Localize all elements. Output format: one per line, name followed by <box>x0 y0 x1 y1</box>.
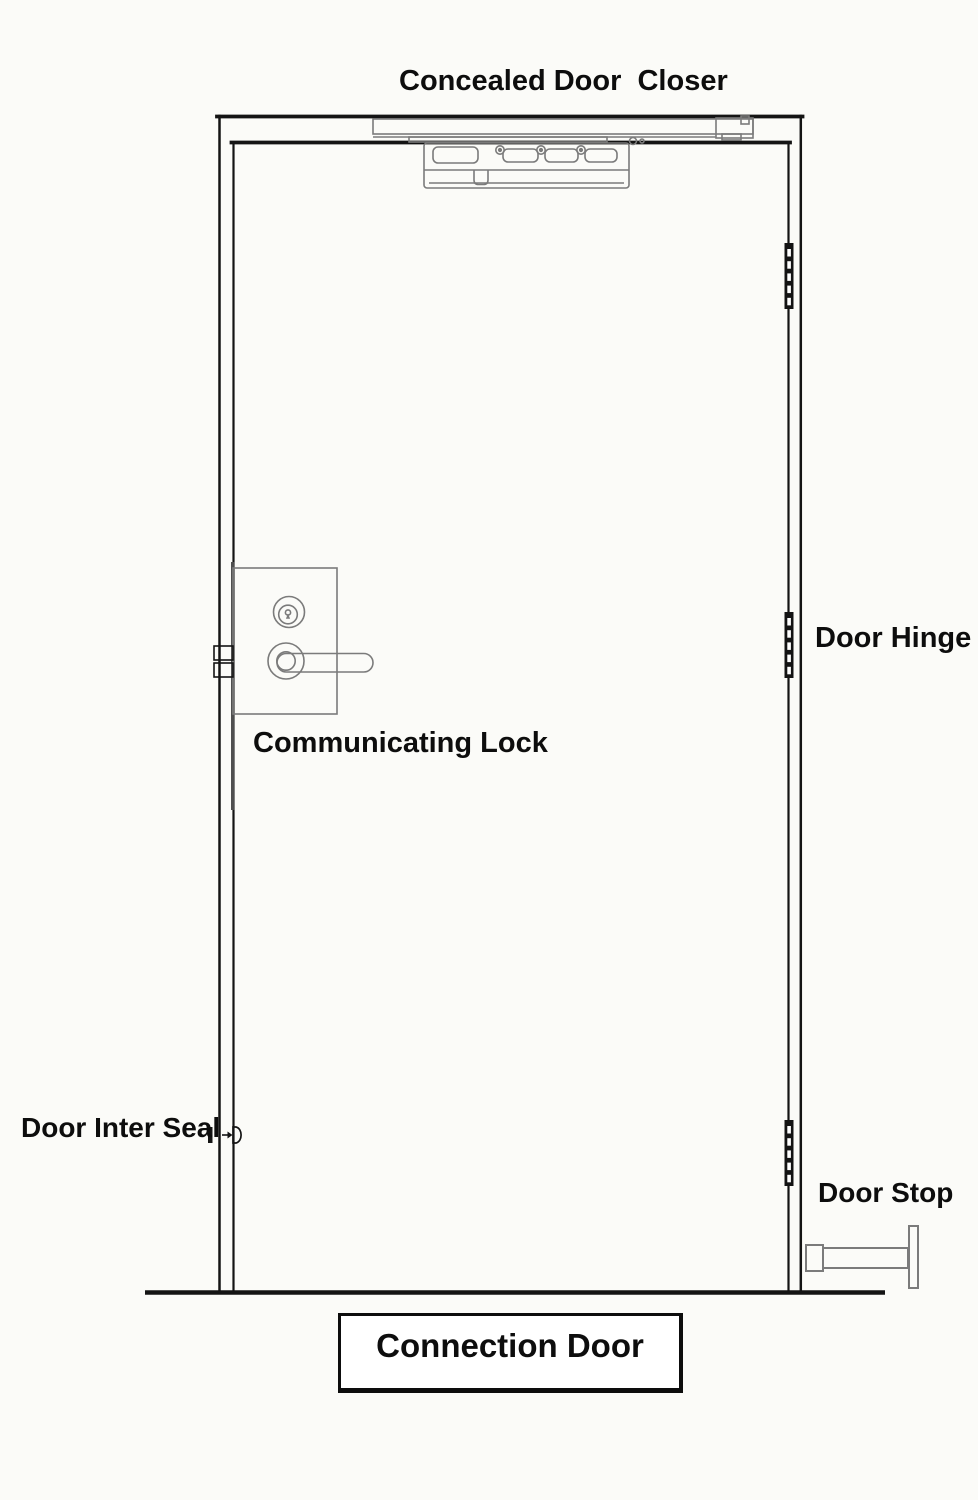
door-stop-label: Door Stop <box>818 1177 954 1208</box>
door-inter-seal-label: Door Inter Seal <box>21 1112 221 1143</box>
door-inter-seal-drawing <box>208 1126 242 1144</box>
door-hinge-label: Door Hinge <box>815 622 972 654</box>
door-hinge-bottom-drawing <box>784 1120 794 1186</box>
communicating-lock-drawing <box>213 562 374 810</box>
door-frame-outline <box>215 114 805 1294</box>
communicating-lock-label: Communicating Lock <box>253 727 548 759</box>
concealed-door-closer-label: Concealed Door Closer <box>399 65 728 97</box>
concealed-door-closer-drawing <box>372 115 754 189</box>
connection-door-label: Connection Door <box>376 1327 644 1364</box>
door-stop-drawing <box>805 1225 919 1289</box>
door-panel-outline <box>229 140 792 1293</box>
connection-door-title-box: Connection Door <box>338 1313 683 1393</box>
door-hinge-top-drawing <box>784 243 794 309</box>
door-hinge-middle-drawing <box>784 612 794 678</box>
